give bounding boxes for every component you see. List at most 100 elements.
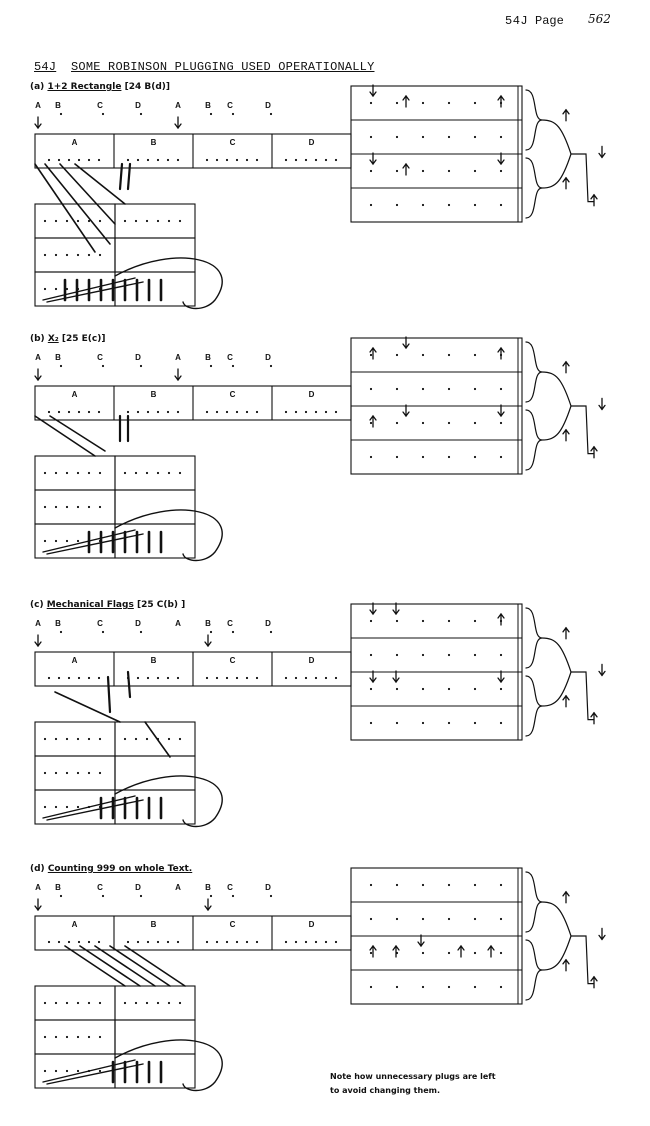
bank-hole: [139, 894, 143, 898]
grid-hole: [98, 505, 102, 509]
rack-hole: [395, 421, 399, 425]
grid-hole: [98, 1035, 102, 1039]
rack-arrow-head: [369, 677, 377, 684]
grid-hole: [65, 771, 69, 775]
grid-hole: [43, 219, 47, 223]
bank-letter: C: [227, 883, 233, 892]
rack-hole: [421, 721, 425, 725]
grid-hole: [145, 219, 149, 223]
rack-hole: [447, 135, 451, 139]
diagonal-plug: [109, 945, 171, 987]
panel-letter: A: [72, 656, 78, 665]
rack-hole: [499, 203, 503, 207]
rack-hole: [369, 421, 373, 425]
grid-hole: [54, 737, 58, 741]
output-arrow-head: [562, 626, 570, 633]
grid-hole: [87, 771, 91, 775]
rack-hole: [473, 951, 477, 955]
panel-hole: [67, 676, 71, 680]
bank-letter: A: [175, 353, 181, 362]
panel-hole: [304, 410, 308, 414]
panel-hole: [215, 940, 219, 944]
rack-hole: [447, 101, 451, 105]
rack-arrow-head: [497, 94, 505, 101]
bank-letter: A: [35, 619, 41, 628]
grid-cell: [114, 755, 196, 791]
panel-letter: A: [72, 138, 78, 147]
rack-hole: [473, 619, 477, 623]
document-title: 54J SOME ROBINSON PLUGGING USED OPERATIO…: [34, 60, 374, 74]
section-label: (c) Mechanical Flags [25 C(b) ]: [30, 600, 185, 610]
rack-arrow-head: [369, 346, 377, 353]
bank-letter: C: [227, 619, 233, 628]
grid-cell: [34, 237, 116, 273]
grid-hole: [54, 505, 58, 509]
panel-letter: C: [230, 390, 236, 399]
panel-hole: [205, 940, 209, 944]
panel-hole: [136, 676, 140, 680]
rack-arrow-head: [497, 677, 505, 684]
rack-hole: [369, 883, 373, 887]
bank-hole: [59, 630, 63, 634]
panel-hole: [245, 410, 249, 414]
bank-hole: [101, 112, 105, 116]
brace: [525, 89, 543, 151]
brace: [525, 939, 543, 1001]
section-label: (b) X₂ [25 E(c)]: [30, 334, 105, 344]
grid-cell: [34, 271, 116, 307]
grid-cell: [34, 1053, 116, 1089]
grid-hole: [65, 219, 69, 223]
grid-hole: [156, 219, 160, 223]
grid-hole: [65, 1035, 69, 1039]
panel-hole: [304, 158, 308, 162]
panel-hole: [215, 410, 219, 414]
bank-hole: [209, 112, 213, 116]
title-text: SOME ROBINSON PLUGGING USED OPERATIONALL…: [71, 60, 375, 74]
panel-hole: [304, 940, 308, 944]
rack-hole: [369, 721, 373, 725]
rack-hole: [369, 169, 373, 173]
rack-arrow-head: [497, 346, 505, 353]
rack-hole: [499, 135, 503, 139]
grid-hole: [98, 253, 102, 257]
panel-hole: [166, 158, 170, 162]
rack-hole: [473, 203, 477, 207]
grid-hole: [98, 219, 102, 223]
panel-hole: [87, 940, 91, 944]
diagonal-plug: [54, 691, 121, 723]
panel-hole: [136, 410, 140, 414]
panel-hole: [97, 940, 101, 944]
rack-hole: [421, 421, 425, 425]
bank-letter: D: [265, 101, 271, 110]
grid-hole: [65, 805, 69, 809]
panel-hole: [225, 158, 229, 162]
rack-hole: [369, 985, 373, 989]
panel-hole: [176, 410, 180, 414]
panel-hole: [47, 158, 51, 162]
rack-arrow-head: [457, 944, 465, 951]
rack-hole: [395, 353, 399, 357]
grid-hole: [87, 737, 91, 741]
panel-hole: [284, 940, 288, 944]
output-line: [570, 153, 595, 203]
panel-hole: [57, 158, 61, 162]
panel-hole: [324, 410, 328, 414]
bank-hole: [231, 894, 235, 898]
grid-hole: [54, 471, 58, 475]
panel-hole: [215, 676, 219, 680]
page-header: 54J Page 562: [0, 8, 650, 38]
rack-hole: [421, 101, 425, 105]
panel-hole: [324, 158, 328, 162]
grid-cell: [114, 203, 196, 239]
section-name: Mechanical Flags: [46, 600, 134, 610]
note-line-2: to avoid changing them.: [330, 1086, 440, 1095]
grid-hole: [43, 1001, 47, 1005]
bank-letter: D: [135, 619, 141, 628]
grid-cell: [114, 721, 196, 757]
diagonal-plug: [46, 533, 144, 555]
diagonal-plug: [42, 529, 136, 553]
rack-hole: [395, 387, 399, 391]
panel-letter: B: [151, 138, 157, 147]
panel-hole: [136, 940, 140, 944]
diagram-section-d: (d) Counting 999 on whole Text. Note how…: [0, 864, 650, 1124]
